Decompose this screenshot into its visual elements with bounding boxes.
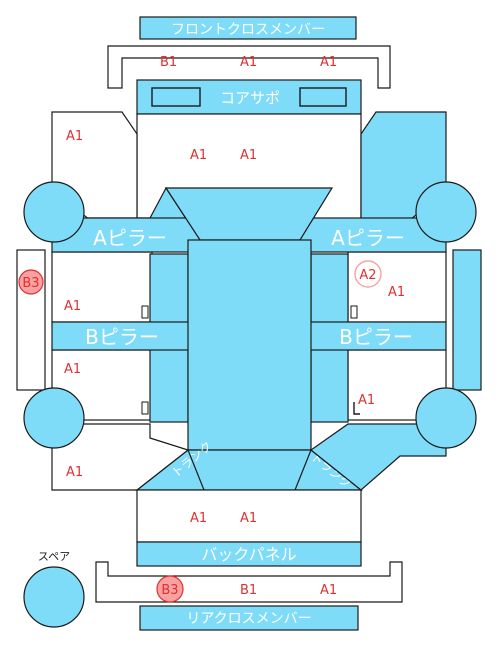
core-support-right-slot (299, 87, 347, 107)
left-front-door[interactable] (51, 251, 153, 323)
mark-front-left-fender[interactable]: A1 (66, 129, 83, 144)
back-panel-label: バックパネル (201, 545, 296, 564)
core-support-left-slot (151, 87, 201, 107)
b-pillar-left-label: Bピラー (85, 325, 159, 349)
mark-rear-cross-left[interactable]: B3 (161, 583, 178, 598)
right-side-sill[interactable] (452, 249, 482, 391)
wheel-front-left[interactable] (23, 181, 85, 243)
mark-hood-left[interactable]: A1 (190, 148, 207, 163)
mark-left-front-door[interactable]: A1 (64, 299, 81, 314)
b-pillar-left-bar[interactable] (51, 321, 193, 351)
mark-trunk-lid-right[interactable]: A1 (240, 511, 257, 526)
core-support-label: コアサポ (220, 89, 280, 107)
right-rear-door-handle (353, 402, 360, 415)
mark-front-cross-mid[interactable]: A1 (240, 55, 257, 70)
b-pillar-right-bar[interactable] (305, 321, 447, 351)
mark-trunk-lid-left[interactable]: A1 (190, 511, 207, 526)
front-cross-member-label: フロントクロスメンバー (171, 22, 325, 38)
mark-rear-cross-right[interactable]: A1 (320, 583, 337, 598)
front-cross-member-panel[interactable] (139, 16, 357, 40)
front-bracket[interactable] (107, 45, 391, 89)
wheel-front-right[interactable] (415, 181, 477, 243)
mark-front-cross-right[interactable]: A1 (320, 55, 337, 70)
back-panel[interactable] (136, 541, 362, 567)
mark-left-side-b3[interactable]: B3 (22, 276, 39, 291)
trunk-lid-panel[interactable] (136, 489, 362, 543)
spare-tire[interactable] (23, 566, 85, 628)
b-pillar-right-label: Bピラー (339, 325, 413, 349)
badge-right-door-a2 (354, 260, 382, 288)
wheel-rear-left[interactable] (23, 387, 85, 449)
mark-left-rear-fender[interactable]: A1 (66, 465, 83, 480)
mark-right-front-door[interactable]: A1 (388, 285, 405, 300)
badge-left-side-b3 (18, 269, 44, 295)
left-front-door-handle (141, 305, 149, 319)
rear-cross-member-panel[interactable] (139, 605, 359, 631)
spare-label: スペア (38, 550, 70, 563)
a-pillar-left-label: Aピラー (93, 226, 167, 250)
mark-right-rear-door[interactable]: A1 (358, 393, 375, 408)
mark-right-door-a2[interactable]: A2 (359, 268, 376, 283)
roof-panel[interactable] (187, 239, 312, 451)
mark-rear-cross-mid[interactable]: B1 (240, 583, 257, 598)
rear-left-fender[interactable] (51, 423, 190, 491)
mark-front-cross-left[interactable]: B1 (160, 55, 177, 70)
mark-hood-right[interactable]: A1 (240, 148, 257, 163)
left-rear-door-handle (141, 401, 149, 415)
rear-cross-member-label: リアクロスメンバー (186, 611, 311, 627)
a-pillar-right-label: Aピラー (331, 226, 405, 250)
mark-left-rear-door[interactable]: A1 (64, 362, 81, 377)
right-front-door-handle (350, 305, 358, 319)
badge-rear-cross-left (156, 575, 184, 603)
wheel-rear-right[interactable] (415, 387, 477, 449)
core-support-panel[interactable] (136, 79, 362, 115)
